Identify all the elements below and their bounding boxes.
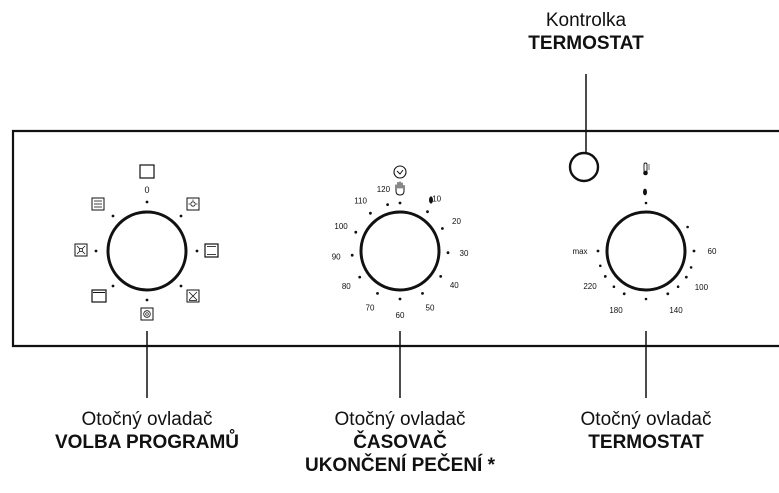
timer-tick-label: 110 [354, 197, 367, 206]
end-of-cooking-timer-knob[interactable] [359, 210, 441, 292]
indicator-callout: Kontrolka TERMOSTAT [496, 9, 676, 55]
program-zero-label: 0 [144, 185, 149, 195]
hand-icon [395, 181, 405, 196]
timer-tick-label: 80 [342, 282, 351, 291]
thermostat-callout-line2: TERMOSTAT [588, 432, 704, 454]
thermostat-tick-label: 140 [669, 306, 683, 315]
thermostat-tick-dot [689, 266, 693, 269]
lamp-icon [186, 197, 200, 211]
thermostat-knob-group: 60 100 140 180 220 max [572, 162, 717, 315]
timer-tick-label: 40 [450, 281, 459, 290]
timer-tick-dot [441, 227, 444, 230]
thermostat-tick-dot [644, 297, 648, 301]
thermostat-tick-label: 100 [695, 283, 709, 292]
timer-tick-dot [426, 210, 429, 214]
timer-callout-line2: ČASOVAČ [353, 432, 447, 454]
program-callout-line2: VOLBA PROGRAMŮ [54, 432, 240, 454]
timer-tick-dot [369, 211, 372, 215]
timer-tick-dot [398, 201, 402, 205]
timer-callout-line1: Otočný ovladač [334, 409, 466, 430]
timer-tick-dot [421, 292, 424, 295]
program-dot [111, 284, 115, 288]
program-dot [145, 298, 149, 302]
thermostat-tick-dot [644, 201, 648, 205]
thermostat-tick-dot [599, 264, 602, 268]
program-callout-line1: Otočný ovladač [81, 409, 213, 430]
timer-tick-dot [376, 292, 379, 295]
program-dot [195, 249, 199, 253]
thermostat-tick-label: 180 [609, 306, 623, 315]
thermostat-scale: 60 100 140 180 220 max [572, 201, 717, 315]
timer-tick-label: 60 [396, 311, 405, 320]
timer-tick-label: 10 [432, 195, 441, 204]
program-dot [179, 214, 183, 218]
thermostat-indicator-lamp [568, 151, 600, 183]
timer-tick-label: 120 [377, 185, 391, 194]
program-dot [179, 284, 183, 288]
timer-tick-label: 20 [452, 217, 461, 226]
grill-icon [91, 289, 107, 303]
timer-tick-dot [350, 253, 354, 257]
program-knob-group: 0 [74, 164, 219, 321]
off-square-icon [139, 164, 155, 179]
program-dot [94, 249, 98, 253]
thermostat-off-marker [643, 188, 647, 196]
clock-icon [393, 165, 407, 179]
timer-callout: Otočný ovladač ČASOVAČ UKONČENÍ PEČENÍ * [275, 408, 525, 478]
timer-tick-dot [386, 203, 389, 207]
program-dot [111, 214, 115, 218]
thermostat-tick-dot [692, 249, 696, 253]
timer-knob-group: 10 20 30 40 50 60 70 80 90 100 110 120 [332, 165, 469, 320]
fan-heat-icon [74, 243, 88, 257]
thermostat-tick-dot [612, 285, 616, 289]
indicator-callout-line1: Kontrolka [545, 10, 627, 31]
timer-tick-dot [358, 275, 362, 279]
timer-tick-label: 50 [426, 304, 435, 313]
timer-tick-label: 30 [460, 249, 469, 258]
timer-tick-dot [398, 297, 402, 301]
thermostat-tick-dot [686, 225, 689, 229]
program-callout: Otočný ovladač VOLBA PROGRAMŮ [27, 408, 267, 454]
fan-icon [140, 307, 154, 321]
indicator-callout-line2: TERMOSTAT [528, 33, 644, 55]
timer-tick-label: 70 [366, 304, 375, 313]
timer-tick-label: 100 [334, 222, 348, 231]
timer-off-marker [429, 196, 433, 204]
thermostat-tick-dot [603, 275, 607, 278]
bottom-top-heat-icon [204, 243, 219, 258]
thermometer-icon [643, 162, 650, 176]
timer-callout-line3: UKONČENÍ PEČENÍ * [304, 455, 496, 477]
thermostat-tick-label: max [572, 247, 587, 256]
thermostat-tick-dot [596, 249, 600, 253]
grill-fan-icon [91, 197, 105, 211]
thermostat-tick-dot [684, 275, 688, 279]
timer-tick-dot [439, 275, 443, 278]
timer-tick-label: 90 [332, 253, 341, 262]
thermostat-tick-label: 220 [583, 282, 597, 291]
thermostat-knob[interactable] [605, 210, 687, 292]
timer-scale: 10 20 30 40 50 60 70 80 90 100 110 120 [332, 185, 469, 320]
program-dot [145, 200, 149, 204]
thermostat-callout: Otočný ovladač TERMOSTAT [556, 408, 736, 454]
thermostat-tick-dot [666, 292, 670, 296]
control-panel-outline [11, 129, 779, 348]
thermostat-tick-dot [676, 285, 680, 289]
thermostat-tick-label: 60 [708, 247, 717, 256]
thermostat-callout-line1: Otočný ovladač [580, 409, 712, 430]
bottom-heat-icon [186, 289, 200, 303]
thermostat-tick-dot [622, 292, 626, 296]
timer-tick-dot [446, 251, 450, 255]
program-selector-knob[interactable] [106, 210, 188, 292]
timer-tick-dot [354, 230, 358, 234]
